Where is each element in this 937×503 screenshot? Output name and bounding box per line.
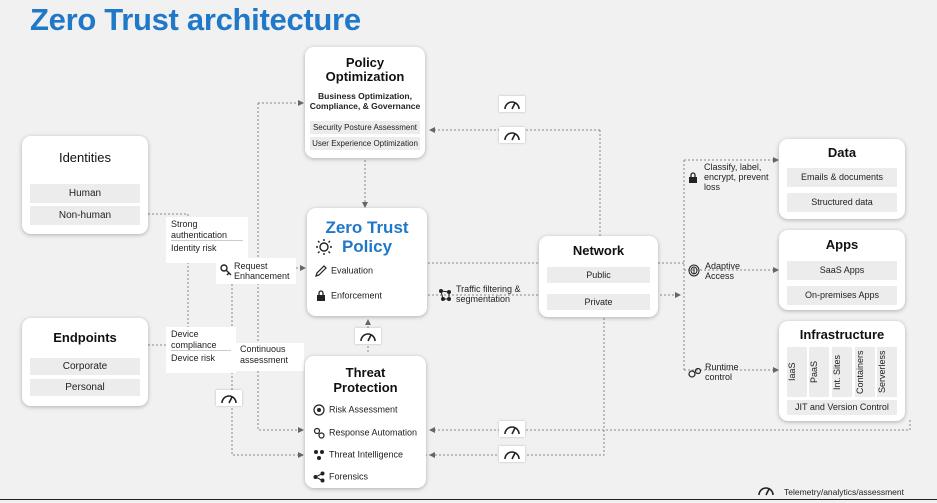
- risk-assessment-label: Risk Assessment: [329, 404, 398, 415]
- network-title: Network: [572, 243, 625, 258]
- enforcement-row: Enforcement: [315, 290, 382, 302]
- identity-human: Human: [30, 184, 140, 203]
- infra-iaas: IaaS: [787, 347, 807, 397]
- page-title: Zero Trust architecture: [30, 2, 361, 37]
- network-public: Public: [547, 267, 650, 283]
- apps-saas: SaaS Apps: [787, 261, 897, 280]
- response-automation-label: Response Automation: [329, 427, 418, 438]
- share-icon: [313, 471, 325, 483]
- sun-gear-icon: [316, 239, 332, 255]
- bottom-rule: [0, 499, 937, 500]
- apps-on-premises: On-premises Apps: [787, 286, 897, 305]
- lock-icon: [317, 290, 325, 301]
- zero-trust-policy-title: Zero Trust Policy: [325, 218, 409, 256]
- policy-optimization-title: Policy Optimization: [325, 55, 405, 84]
- threat-protection-card: Threat Protection Risk Assessment Respon…: [305, 356, 426, 488]
- lock-icon: [689, 172, 697, 183]
- telemetry-gauge-icon: [758, 487, 774, 496]
- telemetry-gauge-icon: [499, 446, 525, 462]
- apps-title: Apps: [825, 237, 859, 252]
- data-emails-documents: Emails & documents: [787, 168, 897, 187]
- legend-label: Telemetry/analytics/assessment: [784, 487, 904, 497]
- infra-int-sites: Int. Sites: [832, 347, 852, 397]
- network-nodes-icon: [314, 450, 324, 460]
- gears-icon: [313, 427, 325, 439]
- adaptive-access-label: Adaptive Access: [705, 261, 741, 281]
- response-automation-row: Response Automation: [313, 427, 417, 439]
- risk-assessment-row: Risk Assessment: [313, 404, 398, 416]
- telemetry-gauge-icon: [499, 96, 525, 112]
- strong-authentication-label: Strong authentication: [171, 219, 228, 240]
- target-icon: [313, 404, 325, 416]
- identities-card: Identities Human Non-human: [22, 136, 148, 234]
- network-card: Network Public Private: [539, 236, 658, 317]
- threat-intelligence-row: Threat Intelligence: [313, 449, 403, 461]
- telemetry-gauge-icon: [355, 328, 381, 344]
- device-signals-note: Device compliance Device risk: [166, 327, 236, 373]
- pencil-icon: [315, 265, 327, 277]
- enforcement-label: Enforcement: [331, 290, 383, 301]
- infra-serverless: Serverless: [877, 347, 897, 397]
- threat-intelligence-label: Threat Intelligence: [329, 449, 404, 460]
- forensics-row: Forensics: [313, 471, 368, 483]
- network-private: Private: [547, 294, 650, 310]
- infra-jit-version-control: JIT and Version Control: [787, 400, 897, 415]
- data-card: Data Emails & documents Structured data: [779, 139, 905, 219]
- identity-risk-label: Identity risk: [171, 240, 243, 254]
- policy-optimization-subtitle: Business Optimization, Compliance, & Gov…: [309, 91, 421, 111]
- traffic-filtering-label: Traffic filtering & segmentation: [456, 284, 521, 304]
- endpoint-corporate: Corporate: [30, 358, 140, 375]
- request-enhancement-label: Request Enhancement: [234, 261, 290, 281]
- evaluation-label: Evaluation: [331, 265, 374, 276]
- infrastructure-card: Infrastructure IaaS PaaS Int. Sites Cont…: [779, 321, 905, 421]
- endpoint-personal: Personal: [30, 379, 140, 396]
- fingerprint-icon: [688, 264, 700, 277]
- user-experience-optimization: User Experience Optimization: [310, 137, 420, 150]
- legend: Telemetry/analytics/assessment: [756, 484, 936, 498]
- data-structured: Structured data: [787, 193, 897, 212]
- endpoints-card: Endpoints Corporate Personal: [22, 318, 148, 406]
- identity-signals-note: Strong authentication Identity risk: [166, 217, 248, 263]
- apps-card: Apps SaaS Apps On-premises Apps: [779, 230, 905, 310]
- zero-trust-policy-card: Zero Trust Policy Evaluation Enforcement: [307, 208, 427, 316]
- runtime-control-label: Runtime control: [705, 362, 739, 382]
- threat-protection-title: Threat Protection: [333, 365, 398, 395]
- network-nodes-icon: [439, 289, 451, 301]
- infra-containers: Containers: [855, 347, 875, 397]
- identity-non-human: Non-human: [30, 206, 140, 225]
- data-title: Data: [827, 145, 857, 160]
- endpoints-title: Endpoints: [53, 330, 117, 345]
- device-risk-label: Device risk: [171, 350, 231, 364]
- gears-icon: [688, 367, 702, 378]
- continuous-assessment-label: Continuous assessment: [236, 343, 304, 371]
- security-posture-assessment: Security Posture Assessment: [310, 121, 420, 134]
- forensics-label: Forensics: [329, 471, 369, 482]
- telemetry-gauge-icon: [499, 421, 525, 437]
- evaluation-row: Evaluation: [315, 265, 373, 277]
- request-enhancement-box: Request Enhancement: [216, 258, 296, 284]
- infrastructure-title: Infrastructure: [799, 327, 885, 342]
- telemetry-gauge-icon: [499, 127, 525, 143]
- infra-paas: PaaS: [809, 347, 829, 397]
- device-compliance-label: Device compliance: [171, 329, 217, 350]
- classify-label-text: Classify, label, encrypt, prevent loss: [704, 162, 769, 192]
- telemetry-gauge-icon: [216, 390, 242, 406]
- key-icon: [220, 264, 232, 276]
- identities-title: Identities: [58, 150, 112, 165]
- policy-optimization-card: Policy Optimization Business Optimizatio…: [305, 47, 425, 158]
